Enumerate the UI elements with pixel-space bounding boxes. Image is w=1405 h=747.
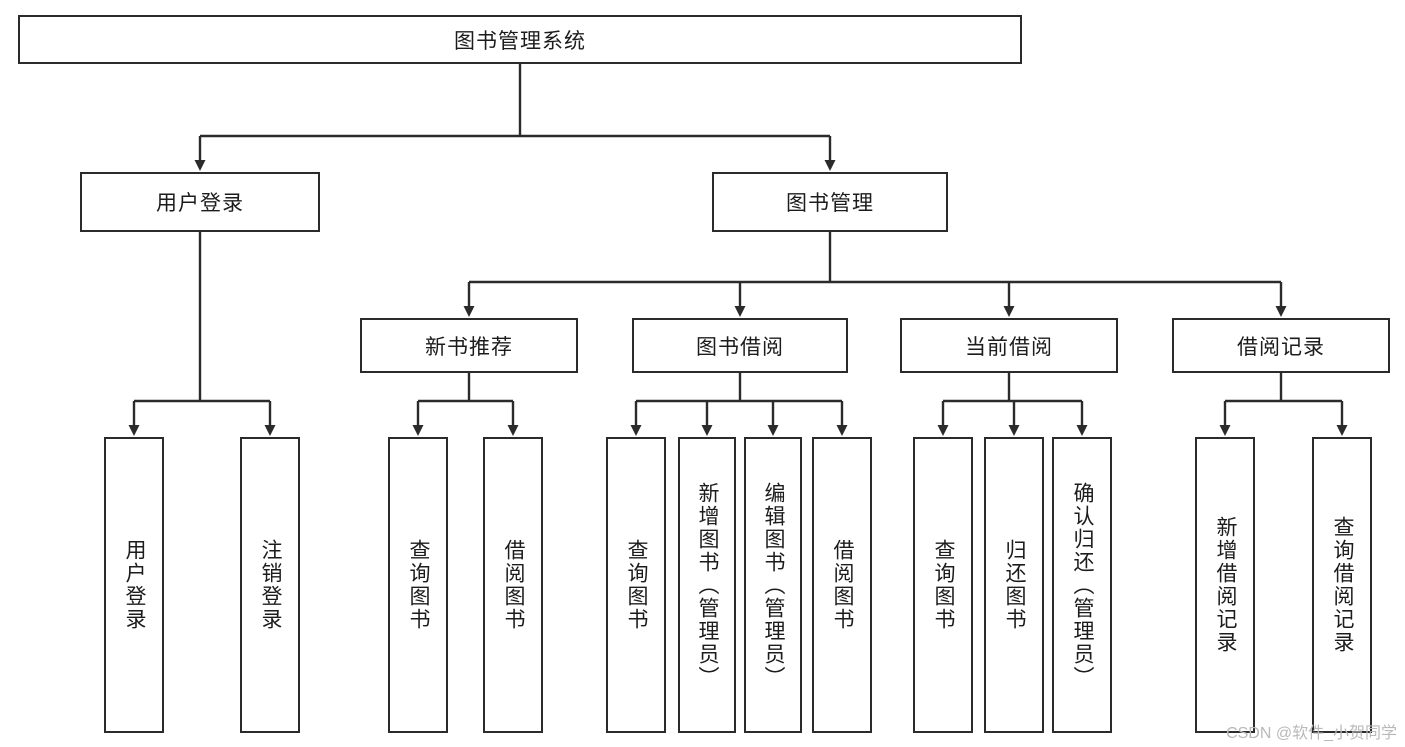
node-current-borrow[interactable]: 当前借阅	[900, 318, 1118, 373]
node-label: 借阅图书	[502, 539, 526, 631]
node-label: 归还图书	[1003, 539, 1027, 631]
node-label: 确认归还（管理员）	[1071, 481, 1095, 689]
node-label: 用户登录	[156, 192, 244, 215]
node-borrow-record[interactable]: 借阅记录	[1172, 318, 1390, 373]
node-label: 图书借阅	[696, 335, 784, 359]
node-leaf-borrow-book-1[interactable]: 借阅图书	[483, 437, 543, 733]
node-leaf-query-record[interactable]: 查询借阅记录	[1312, 437, 1372, 733]
watermark-text: CSDN @软件_小贺同学	[1226, 725, 1397, 742]
node-leaf-confirm-return[interactable]: 确认归还（管理员）	[1052, 437, 1112, 733]
node-leaf-edit-book[interactable]: 编辑图书（管理员）	[744, 437, 802, 733]
node-leaf-return-book[interactable]: 归还图书	[984, 437, 1044, 733]
node-label: 图书管理	[786, 192, 874, 215]
node-label: 查询图书	[407, 539, 431, 631]
node-label: 用户登录	[123, 539, 147, 631]
node-label: 借阅记录	[1237, 335, 1325, 359]
node-user-login[interactable]: 用户登录	[80, 172, 320, 232]
node-root[interactable]: 图书管理系统	[18, 15, 1022, 64]
node-leaf-add-book[interactable]: 新增图书（管理员）	[678, 437, 736, 733]
node-label: 新书推荐	[425, 335, 513, 359]
node-label: 查询图书	[625, 539, 649, 631]
node-label: 图书管理系统	[454, 29, 586, 53]
node-label: 新增借阅记录	[1214, 516, 1238, 654]
node-new-book-recommend[interactable]: 新书推荐	[360, 318, 578, 373]
node-label: 借阅图书	[831, 539, 855, 631]
node-book-manage[interactable]: 图书管理	[712, 172, 948, 232]
node-leaf-query-book-1[interactable]: 查询图书	[388, 437, 448, 733]
node-label: 查询借阅记录	[1331, 516, 1355, 654]
node-leaf-query-book-2[interactable]: 查询图书	[606, 437, 666, 733]
node-leaf-borrow-book-2[interactable]: 借阅图书	[812, 437, 872, 733]
node-label: 编辑图书（管理员）	[762, 481, 786, 689]
node-book-borrow[interactable]: 图书借阅	[632, 318, 848, 373]
node-label: 查询图书	[932, 539, 956, 631]
node-leaf-user-logout[interactable]: 注销登录	[240, 437, 300, 733]
node-label: 新增图书（管理员）	[696, 481, 720, 689]
node-leaf-query-book-3[interactable]: 查询图书	[913, 437, 973, 733]
node-label: 注销登录	[259, 539, 283, 631]
node-label: 当前借阅	[965, 335, 1053, 359]
node-leaf-user-login[interactable]: 用户登录	[104, 437, 164, 733]
node-leaf-add-record[interactable]: 新增借阅记录	[1195, 437, 1255, 733]
